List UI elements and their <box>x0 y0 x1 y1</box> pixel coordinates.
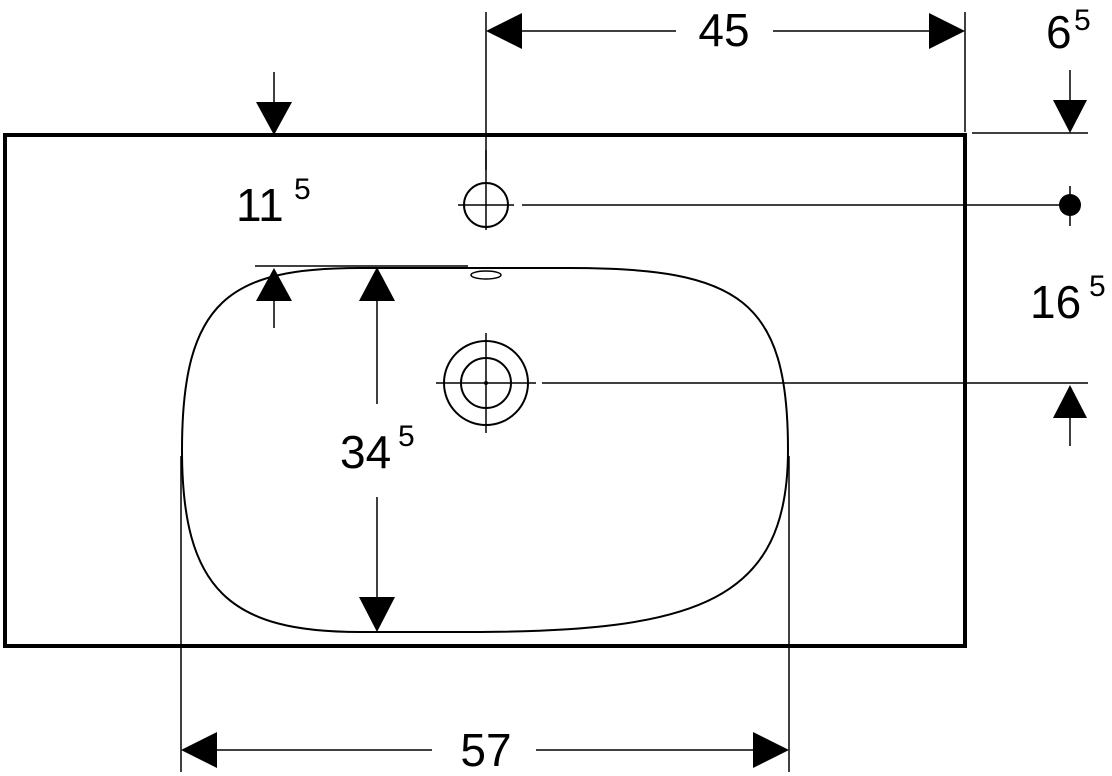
dimension-57-label: 57 <box>460 724 511 776</box>
dimension-6-5: 6 5 <box>1046 4 1091 133</box>
dimension-45-label: 45 <box>698 4 749 56</box>
dimension-34-5: 34 5 <box>340 267 415 632</box>
dimension-11-5-superscript: 5 <box>294 173 311 206</box>
countertop-outline <box>3 133 967 648</box>
dimension-11-5-label: 11 <box>236 179 284 231</box>
dimension-6-5-label: 6 <box>1046 6 1072 58</box>
dimension-6-5-superscript: 5 <box>1074 4 1091 37</box>
dimension-34-5-label: 34 <box>340 426 391 478</box>
dimension-34-5-superscript: 5 <box>398 420 415 453</box>
dimension-16-5-label: 16 <box>1030 276 1081 328</box>
dimension-57: 57 <box>181 724 789 776</box>
dimension-16-5-superscript: 5 <box>1089 270 1106 303</box>
dimension-45: 45 <box>486 4 965 56</box>
bowl-outline <box>180 267 790 633</box>
dimension-16-5: 16 5 <box>1030 270 1106 446</box>
dimension-11-5: 11 5 <box>236 72 311 328</box>
drain-hole <box>436 333 536 433</box>
overflow-slot <box>470 270 502 280</box>
reference-point-marker <box>1059 186 1081 226</box>
